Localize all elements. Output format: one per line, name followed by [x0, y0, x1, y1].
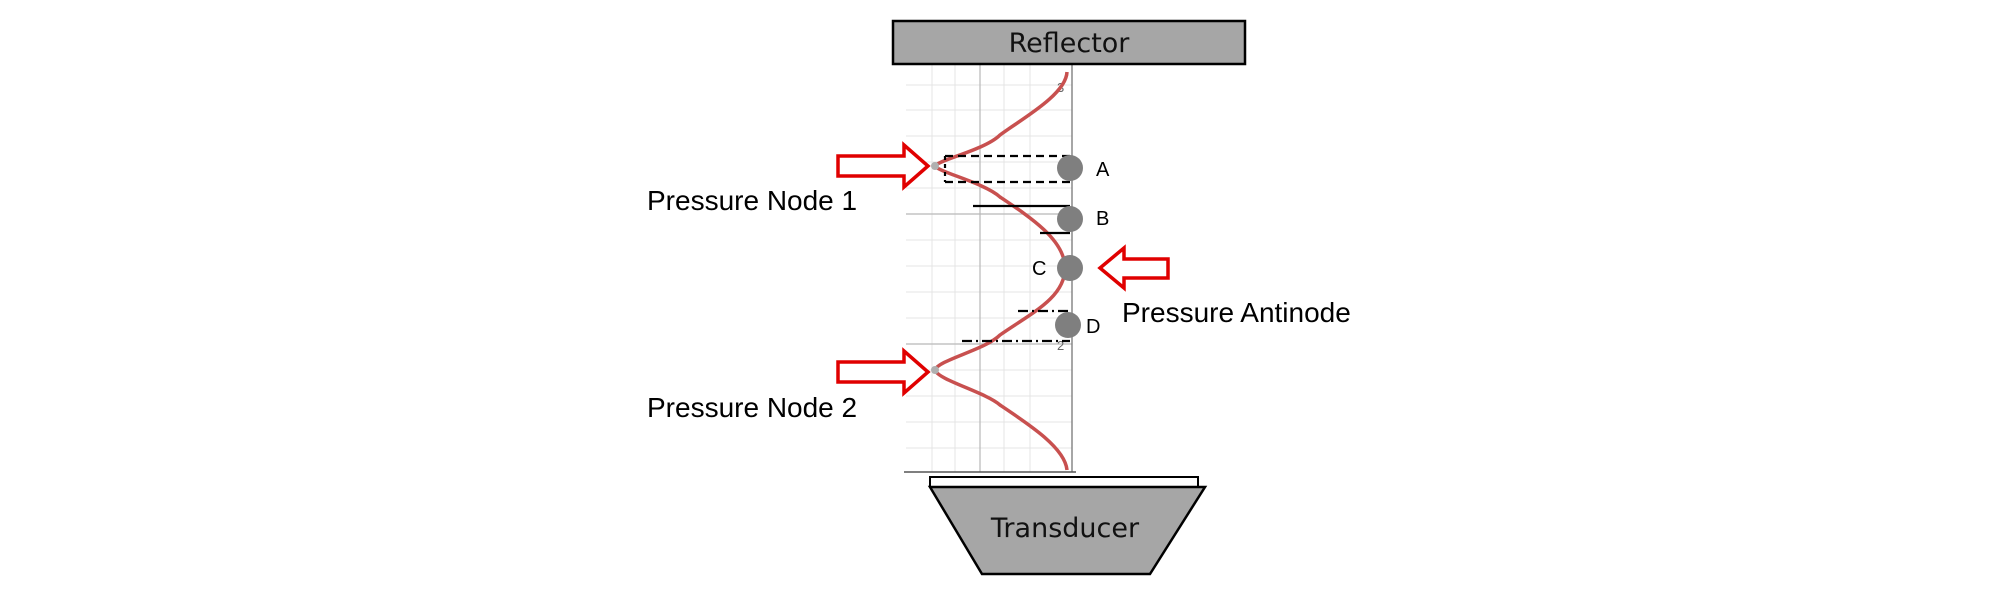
- node-1-marker: [931, 162, 939, 170]
- particles: A B C D: [1032, 155, 1110, 338]
- particle-label-c: C: [1032, 258, 1046, 280]
- reflector-label: Reflector: [1009, 28, 1131, 59]
- arrow-node-1: [836, 141, 931, 191]
- transducer-label: Transducer: [990, 513, 1140, 544]
- node-2-marker: [931, 366, 939, 374]
- grid: [906, 62, 1072, 472]
- particle-label-a: A: [1096, 159, 1110, 181]
- particle-label-d: D: [1086, 316, 1100, 338]
- pressure-antinode-label: Pressure Antinode: [1122, 297, 1351, 328]
- pressure-node-1-label: Pressure Node 1: [647, 185, 857, 216]
- reflector: Reflector: [891, 19, 1247, 66]
- particle-label-b: B: [1096, 208, 1109, 230]
- guide-lines: [943, 154, 1070, 343]
- particle-a: [1057, 155, 1083, 181]
- particle-b: [1057, 206, 1083, 232]
- arrow-antinode: [1097, 244, 1170, 292]
- grid-major: [906, 62, 1072, 472]
- particle-c: [1057, 255, 1083, 281]
- particle-d: [1055, 312, 1081, 338]
- transducer: Transducer: [927, 476, 1208, 576]
- pressure-node-2-label: Pressure Node 2: [647, 392, 857, 423]
- tick-label-2: 2: [1057, 338, 1064, 353]
- arrow-node-2: [836, 347, 931, 397]
